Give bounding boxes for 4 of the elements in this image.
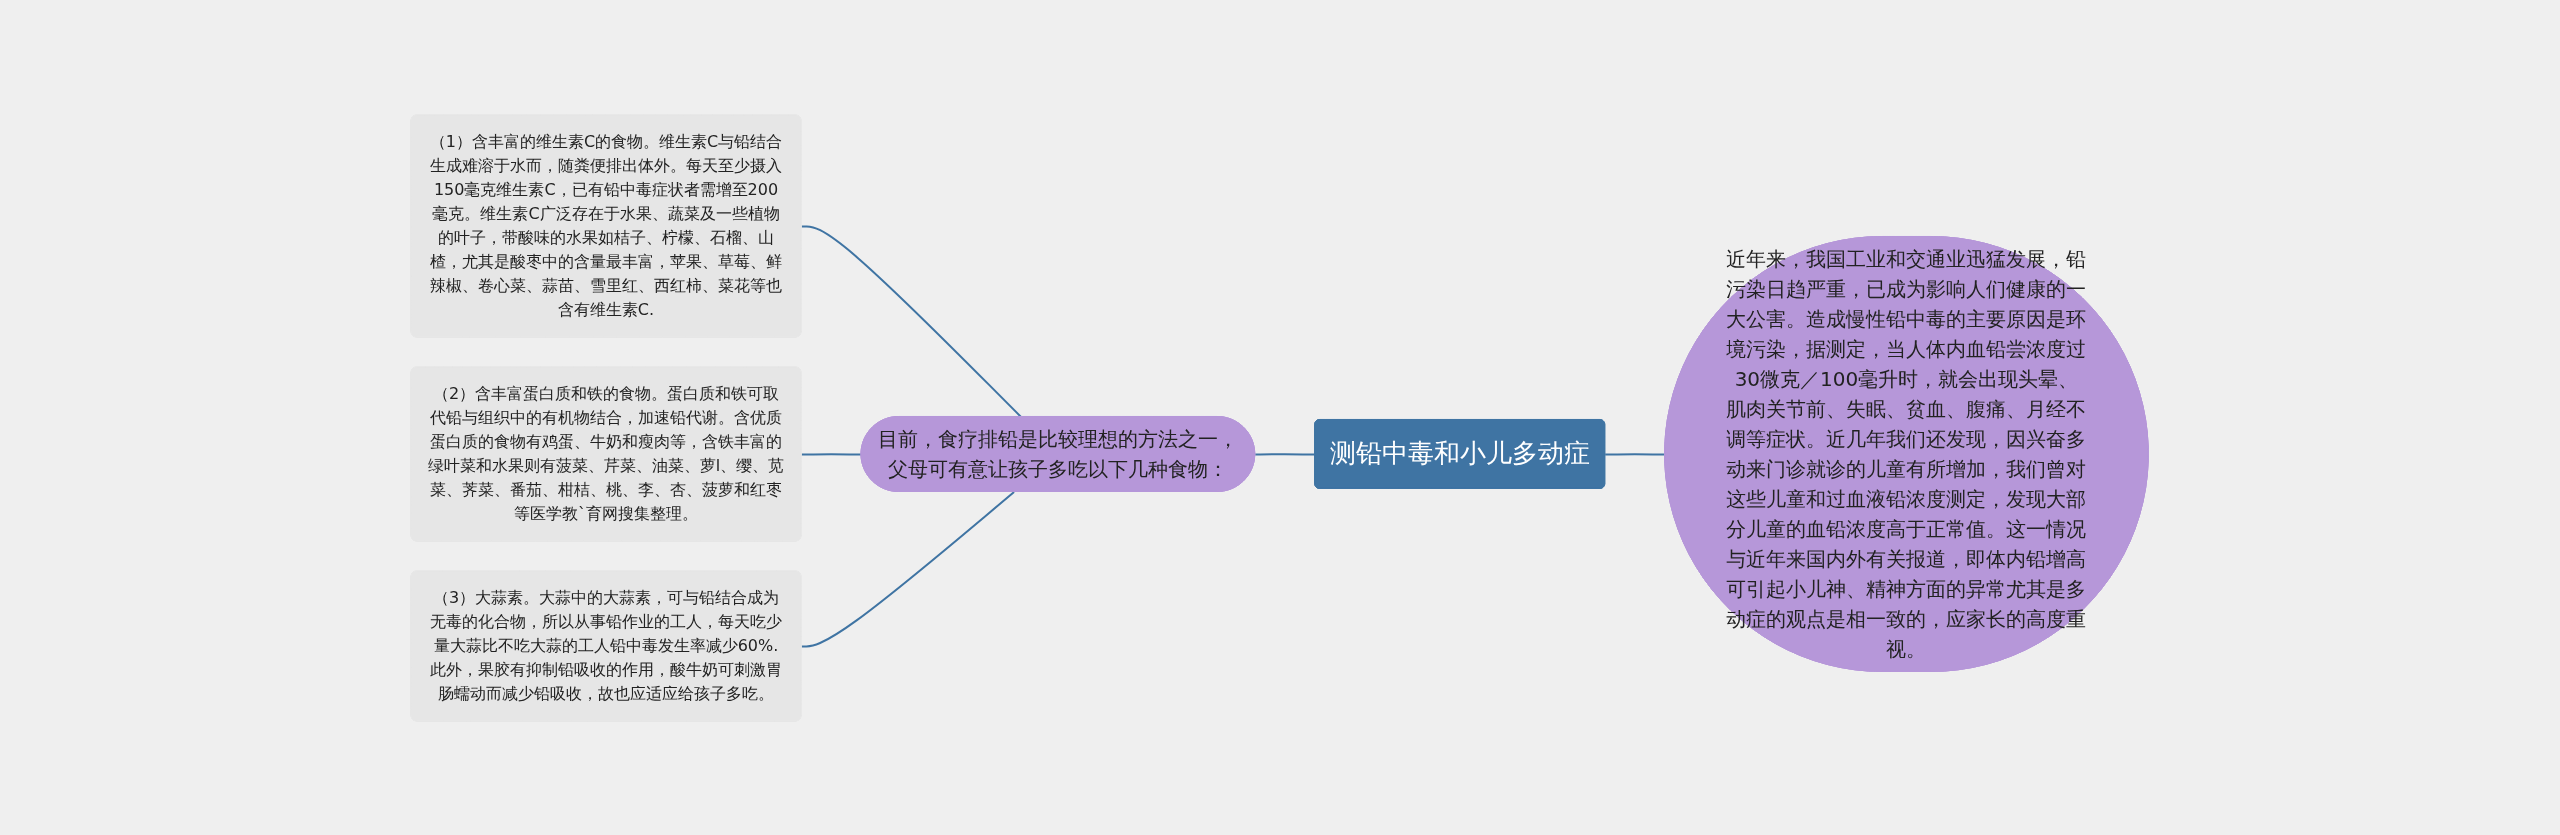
- connector: [1254, 452, 1317, 455]
- connector: [800, 452, 863, 455]
- connector: [800, 490, 1016, 647]
- connector: [1604, 452, 1667, 455]
